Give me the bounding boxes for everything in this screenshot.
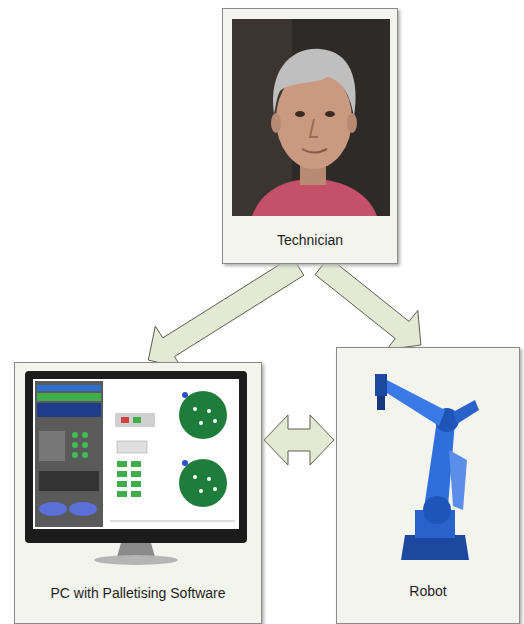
- node-label: Robot: [409, 580, 446, 603]
- node-box: Robot: [336, 347, 520, 624]
- block-arrow: [315, 257, 421, 349]
- block-arrow: [264, 415, 334, 465]
- monitor-screenshot: [25, 371, 247, 566]
- robot-arm: [375, 360, 495, 565]
- node-box: PC with Palletising Software: [14, 362, 262, 624]
- node-box: Technician: [222, 8, 398, 264]
- block-arrow: [148, 257, 304, 369]
- node-label: PC with Palletising Software: [50, 582, 225, 605]
- node-label: Technician: [277, 229, 343, 252]
- technician-photo: [232, 19, 390, 216]
